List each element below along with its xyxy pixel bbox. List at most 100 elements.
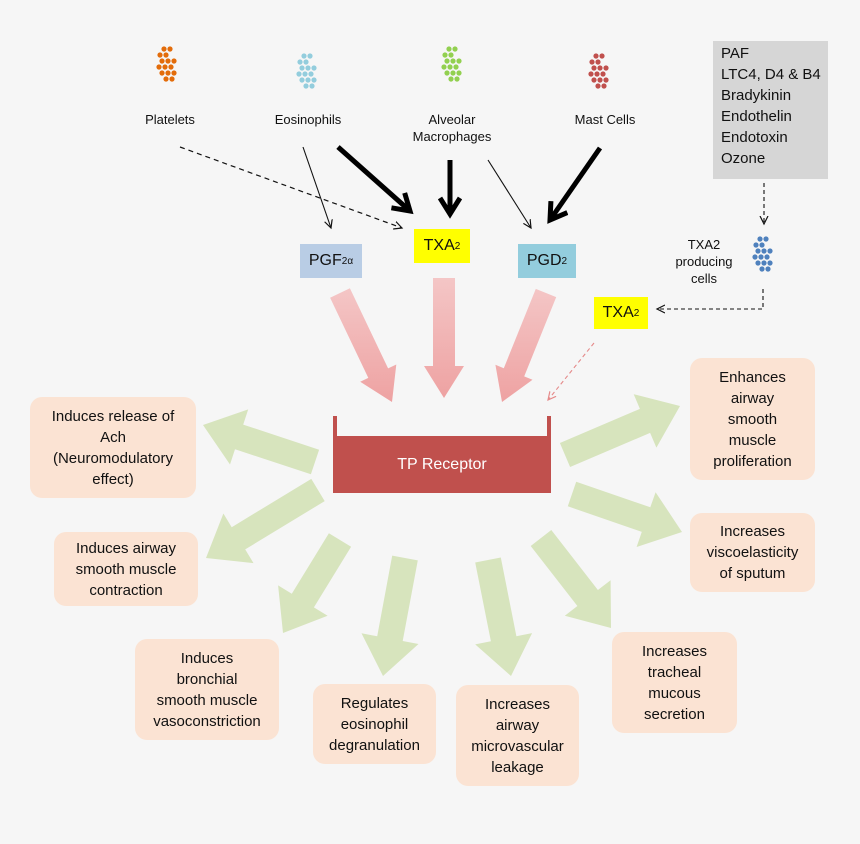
arrow-to-sputum-viscoelasticity <box>567 481 682 547</box>
arrow-to-mucous-secretion <box>530 530 611 628</box>
cell-dot <box>157 52 163 58</box>
cell-dot <box>171 58 177 64</box>
mast-cells-to-pgd-arrow <box>550 146 603 220</box>
outcome-sputum-viscoelasticity: Increases viscoelasticity of sputum <box>690 513 815 592</box>
cell-dot <box>163 76 169 82</box>
cell-dot <box>450 58 456 64</box>
cell-dot <box>299 77 305 83</box>
outcome-bronchial-vasoconstriction: Induces bronchial smooth muscle vasocons… <box>135 639 279 740</box>
cell-dot <box>763 236 769 242</box>
cell-dot <box>171 70 177 76</box>
cell-dot <box>307 53 313 59</box>
cell-dot <box>752 254 758 260</box>
cell-dot <box>600 71 606 77</box>
cell-dot <box>309 83 315 89</box>
cell-dot <box>765 266 771 272</box>
mast-cells-cluster-icon <box>588 53 609 89</box>
cell-dot <box>753 242 759 248</box>
arrow-to-microvascular-leakage <box>475 557 533 676</box>
arrow-to-ach-release <box>203 409 320 475</box>
cell-dot <box>305 77 311 83</box>
cell-dot <box>165 58 171 64</box>
cell-dot <box>297 59 303 65</box>
cell-dot <box>444 70 450 76</box>
cell-dot <box>597 65 603 71</box>
macrophages-cluster-icon <box>441 46 462 82</box>
cell-dot <box>167 46 173 52</box>
cell-dot <box>308 71 314 77</box>
cell-dot <box>453 64 459 70</box>
stimulus-item: PAF <box>721 45 750 62</box>
stimulus-item: Endothelin <box>721 108 792 125</box>
cell-dot <box>444 58 450 64</box>
cell-dot <box>599 53 605 59</box>
cell-dot <box>301 53 307 59</box>
cell-dot <box>299 65 305 71</box>
cell-dot <box>757 236 763 242</box>
cell-dot <box>305 65 311 71</box>
platelets-cluster-icon <box>156 46 177 82</box>
cell-dot <box>589 59 595 65</box>
cell-dot <box>454 76 460 82</box>
txa2-producing-cells-cluster-icon <box>752 236 773 272</box>
eosinophils-to-txa2-arrow <box>336 145 410 211</box>
tp-receptor-shape <box>333 416 551 493</box>
macrophages-to-pgd-arrow <box>487 159 531 228</box>
txa2-to-receptor-arrow <box>424 278 464 398</box>
cell-dot <box>165 70 171 76</box>
cell-dot <box>442 52 448 58</box>
cell-dot <box>767 248 773 254</box>
cell-dot <box>303 83 309 89</box>
outcome-mucous-secretion: Increases tracheal mucous secretion <box>612 632 737 733</box>
eosinophils-to-pgf-arrow <box>302 146 331 228</box>
stimulus-item: Endotoxin <box>721 129 788 146</box>
cell-dot <box>448 52 454 58</box>
cell-dot <box>764 254 770 260</box>
platelets-to-txa2-arrow <box>179 146 402 228</box>
eosinophils-cluster-icon <box>296 53 317 89</box>
cell-dot <box>169 76 175 82</box>
cell-dot <box>761 248 767 254</box>
cell-dot <box>448 76 454 82</box>
cell-dot <box>296 71 302 77</box>
arrow-to-smooth-muscle-proliferation <box>559 394 680 467</box>
cell-dot <box>758 254 764 260</box>
cell-dot <box>594 71 600 77</box>
cell-dot <box>593 53 599 59</box>
arrow-to-bronchial-vasoconstriction <box>278 533 352 633</box>
pgd-to-receptor-arrow <box>495 288 557 402</box>
cell-dot <box>603 77 609 83</box>
cell-dot <box>156 64 162 70</box>
cell-dot <box>447 64 453 70</box>
platelets-label: Platelets <box>145 112 195 127</box>
txa2-right-to-receptor-arrow <box>548 342 595 400</box>
cell-dot <box>452 46 458 52</box>
cell-dot <box>755 248 761 254</box>
cell-dot <box>595 59 601 65</box>
mast-cells-label: Mast Cells <box>574 112 636 127</box>
cell-dot <box>761 260 767 266</box>
cell-dot <box>159 58 165 64</box>
txa2-cells-to-txa2-arrow <box>657 289 764 309</box>
cell-dot <box>456 70 462 76</box>
cell-dot <box>588 71 594 77</box>
arrow-to-smooth-muscle-contraction <box>206 478 325 564</box>
cell-dot <box>441 64 447 70</box>
stimulus-item: Ozone <box>721 150 766 167</box>
cell-dot <box>303 59 309 65</box>
outcome-smooth-muscle-proliferation: Enhances airway smooth muscle proliferat… <box>690 358 815 480</box>
cell-dot <box>161 46 167 52</box>
cell-dot <box>767 260 773 266</box>
txa2-producing-cells-label: TXA2 producing cells <box>675 237 733 286</box>
eosinophils-label: Eosinophils <box>274 112 342 127</box>
cell-dot <box>601 83 607 89</box>
outcome-smooth-muscle-contraction: Induces airway smooth muscle contraction <box>54 532 198 606</box>
pgf-to-receptor-arrow <box>330 288 397 402</box>
stimuli-box: PAF LTC4, D4 & B4 Bradykinin Endothelin … <box>713 41 828 179</box>
stimulus-item: Bradykinin <box>721 87 792 104</box>
cell-dot <box>311 77 317 83</box>
